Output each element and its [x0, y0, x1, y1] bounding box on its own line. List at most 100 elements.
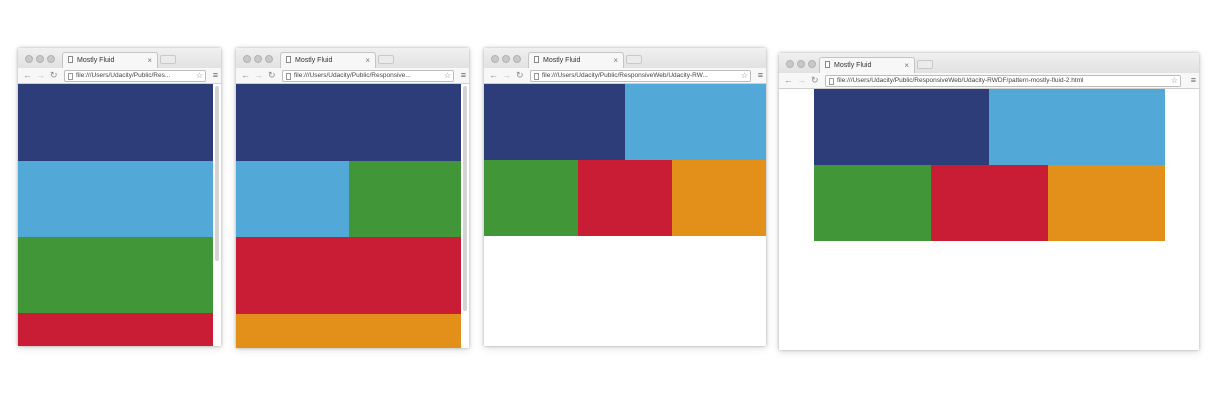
back-icon[interactable]: ← [784, 75, 793, 85]
tab-title: Mostly Fluid [834, 62, 872, 69]
tab-strip: Mostly Fluid × [484, 48, 766, 68]
box-orange [236, 314, 461, 348]
page-icon [68, 72, 73, 80]
minimize-window-button[interactable] [797, 60, 805, 68]
page-icon [829, 77, 834, 85]
address-bar[interactable]: file:///Users/Udacity/Public/Res... ☆ [64, 70, 206, 82]
tab-strip: Mostly Fluid × [236, 48, 469, 68]
window-controls [25, 55, 58, 63]
close-tab-icon[interactable]: × [365, 56, 370, 65]
minimize-window-button[interactable] [502, 55, 510, 63]
minimize-window-button[interactable] [36, 55, 44, 63]
box-red [578, 160, 672, 236]
new-tab-button[interactable] [626, 55, 642, 64]
window-controls [786, 60, 819, 68]
address-bar[interactable]: file:///Users/Udacity/Public/ResponsiveW… [825, 75, 1181, 87]
tab-title: Mostly Fluid [295, 57, 333, 64]
zoom-window-button[interactable] [513, 55, 521, 63]
browser-window-3: Mostly Fluid × ← → ↻ file:///Users/Udaci… [484, 48, 766, 346]
browser-window-2: Mostly Fluid × ← → ↻ file:///Users/Udaci… [236, 48, 469, 348]
back-icon[interactable]: ← [241, 70, 250, 80]
zoom-window-button[interactable] [47, 55, 55, 63]
box-green [484, 160, 578, 236]
box-dark-blue [236, 84, 461, 161]
address-bar-url: file:///Users/Udacity/Public/Responsive.… [294, 72, 411, 79]
forward-icon[interactable]: → [36, 70, 45, 80]
address-bar-url: file:///Users/Udacity/Public/ResponsiveW… [837, 77, 1084, 84]
scrollbar[interactable] [215, 86, 219, 261]
window-controls [491, 55, 524, 63]
reload-icon[interactable]: ↻ [268, 70, 276, 80]
toolbar: ← → ↻ file:///Users/Udacity/Public/Respo… [236, 68, 469, 84]
page-icon [825, 61, 830, 68]
bookmark-star-icon[interactable]: ☆ [194, 71, 205, 81]
tab-title: Mostly Fluid [543, 57, 581, 64]
menu-icon[interactable]: ≡ [1190, 75, 1196, 85]
close-tab-icon[interactable]: × [613, 56, 618, 65]
address-bar-url: file:///Users/Udacity/Public/Res... [76, 72, 171, 79]
scrollbar[interactable] [463, 86, 467, 311]
bookmark-star-icon[interactable]: ☆ [739, 71, 750, 81]
back-icon[interactable]: ← [23, 70, 32, 80]
page-viewport [18, 84, 221, 346]
tab-mostly-fluid[interactable]: Mostly Fluid × [280, 52, 376, 68]
forward-icon[interactable]: → [797, 75, 806, 85]
bookmark-star-icon[interactable]: ☆ [442, 71, 453, 81]
close-window-button[interactable] [243, 55, 251, 63]
reload-icon[interactable]: ↻ [50, 70, 58, 80]
menu-icon[interactable]: ≡ [212, 70, 218, 80]
page-icon [286, 56, 291, 63]
toolbar: ← → ↻ file:///Users/Udacity/Public/Res..… [18, 68, 221, 84]
box-light-blue [625, 84, 766, 160]
new-tab-button[interactable] [160, 55, 176, 64]
box-red [18, 313, 213, 346]
box-red [931, 165, 1048, 241]
bookmark-star-icon[interactable]: ☆ [1169, 76, 1180, 86]
zoom-window-button[interactable] [265, 55, 273, 63]
address-bar[interactable]: file:///Users/Udacity/Public/Responsive.… [282, 70, 454, 82]
close-tab-icon[interactable]: × [904, 61, 909, 70]
tab-mostly-fluid[interactable]: Mostly Fluid × [819, 57, 915, 73]
reload-icon[interactable]: ↻ [811, 75, 819, 85]
box-green [349, 161, 461, 237]
back-icon[interactable]: ← [489, 70, 498, 80]
browser-window-1: Mostly Fluid × ← → ↻ file:///Users/Udaci… [18, 48, 221, 346]
minimize-window-button[interactable] [254, 55, 262, 63]
address-bar[interactable]: file:///Users/Udacity/Public/ResponsiveW… [530, 70, 751, 82]
tab-strip: Mostly Fluid × [779, 53, 1199, 73]
browser-window-4: Mostly Fluid × ← → ↻ file:///Users/Udaci… [779, 53, 1199, 350]
close-window-button[interactable] [786, 60, 794, 68]
reload-icon[interactable]: ↻ [516, 70, 524, 80]
window-controls [243, 55, 276, 63]
toolbar: ← → ↻ file:///Users/Udacity/Public/Respo… [484, 68, 766, 84]
page-viewport [236, 84, 469, 348]
page-icon [534, 72, 539, 80]
new-tab-button[interactable] [917, 60, 933, 69]
page-icon [286, 72, 291, 80]
box-orange [1048, 165, 1165, 241]
box-dark-blue [18, 84, 213, 161]
page-icon [68, 56, 73, 63]
box-green [18, 237, 213, 313]
close-window-button[interactable] [491, 55, 499, 63]
box-light-blue [18, 161, 213, 237]
zoom-window-button[interactable] [808, 60, 816, 68]
address-bar-url: file:///Users/Udacity/Public/ResponsiveW… [542, 72, 708, 79]
box-light-blue [236, 161, 349, 237]
page-viewport [779, 89, 1199, 350]
toolbar: ← → ↻ file:///Users/Udacity/Public/Respo… [779, 73, 1199, 89]
tab-title: Mostly Fluid [77, 57, 115, 64]
box-dark-blue [814, 89, 989, 165]
menu-icon[interactable]: ≡ [460, 70, 466, 80]
new-tab-button[interactable] [378, 55, 394, 64]
tab-strip: Mostly Fluid × [18, 48, 221, 68]
close-window-button[interactable] [25, 55, 33, 63]
forward-icon[interactable]: → [254, 70, 263, 80]
tab-mostly-fluid[interactable]: Mostly Fluid × [528, 52, 624, 68]
forward-icon[interactable]: → [502, 70, 511, 80]
tab-mostly-fluid[interactable]: Mostly Fluid × [62, 52, 158, 68]
box-dark-blue [484, 84, 625, 160]
menu-icon[interactable]: ≡ [757, 70, 763, 80]
close-tab-icon[interactable]: × [147, 56, 152, 65]
page-icon [534, 56, 539, 63]
